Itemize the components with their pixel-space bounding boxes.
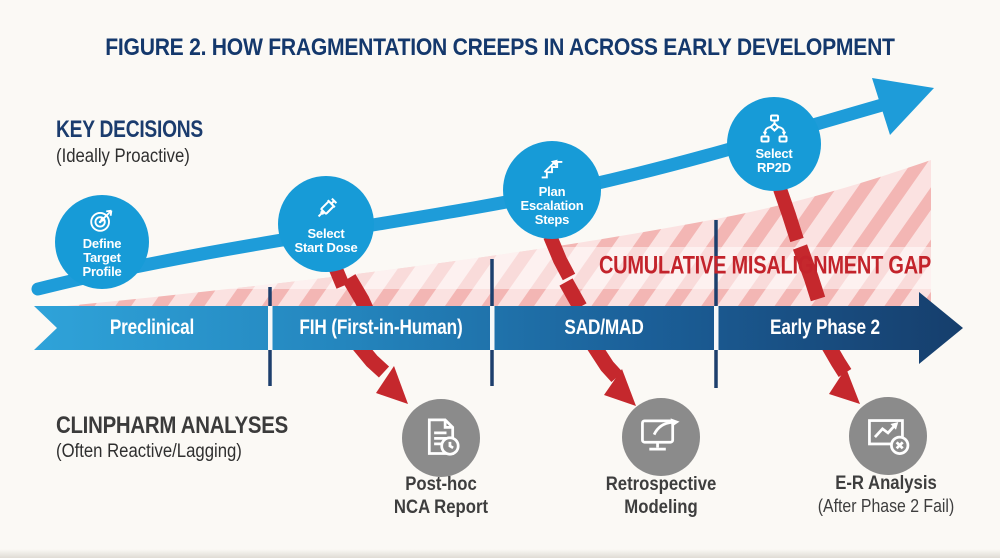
misalignment-arrow-2 <box>543 233 636 406</box>
decision-plan-escalation-steps: Plan Escalation Steps <box>503 141 601 239</box>
analysis-post-hoc-nca <box>402 399 480 477</box>
figure-title-text: FIGURE 2. HOW FRAGMENTATION CREEPS IN AC… <box>105 34 895 61</box>
clinpharm-subtitle: (Often Reactive/Lagging) <box>56 441 242 462</box>
analysis-retrospective-modeling <box>622 398 700 476</box>
decision-tree-icon <box>760 114 788 143</box>
decision-select-rp2d: Select RP2D <box>727 97 821 191</box>
key-decisions-subtitle: (Ideally Proactive) <box>56 146 190 167</box>
decision-define-target-profile: Define Target Profile <box>55 195 149 289</box>
phase-label-early-phase-2: Early Phase 2 <box>770 316 880 339</box>
label-er-analysis: E-R Analysis (After Phase 2 Fail) <box>817 473 955 516</box>
target-icon <box>90 209 113 232</box>
report-clock-icon <box>427 418 460 456</box>
phase-label-sadmad: SAD/MAD <box>564 316 644 339</box>
monitor-export-icon <box>641 418 680 451</box>
syringe-icon <box>317 197 338 217</box>
label-retrospective-modeling: Retrospective Modeling <box>605 474 717 518</box>
analysis-er-analysis <box>849 397 927 475</box>
stairs-icon <box>541 159 563 178</box>
figure-title: FIGURE 2. HOW FRAGMENTATION CREEPS IN AC… <box>51 34 948 62</box>
phase-label-preclinical: Preclinical <box>109 316 195 339</box>
decision-select-start-dose: Select Start Dose <box>278 176 374 272</box>
label-post-hoc-nca: Post-hoc NCA Report <box>393 474 489 518</box>
clinpharm-heading: CLINPHARM ANALYSES <box>56 412 288 439</box>
gap-label: CUMULATIVE MISALIGNMENT GAP <box>598 251 932 280</box>
chart-fail-icon <box>868 419 910 455</box>
key-decisions-heading: KEY DECISIONS <box>56 116 203 143</box>
timeline-band <box>34 292 963 364</box>
phase-label-fih: FIH (First-in-Human) <box>299 316 463 339</box>
bottom-edge-shading <box>0 549 1000 558</box>
